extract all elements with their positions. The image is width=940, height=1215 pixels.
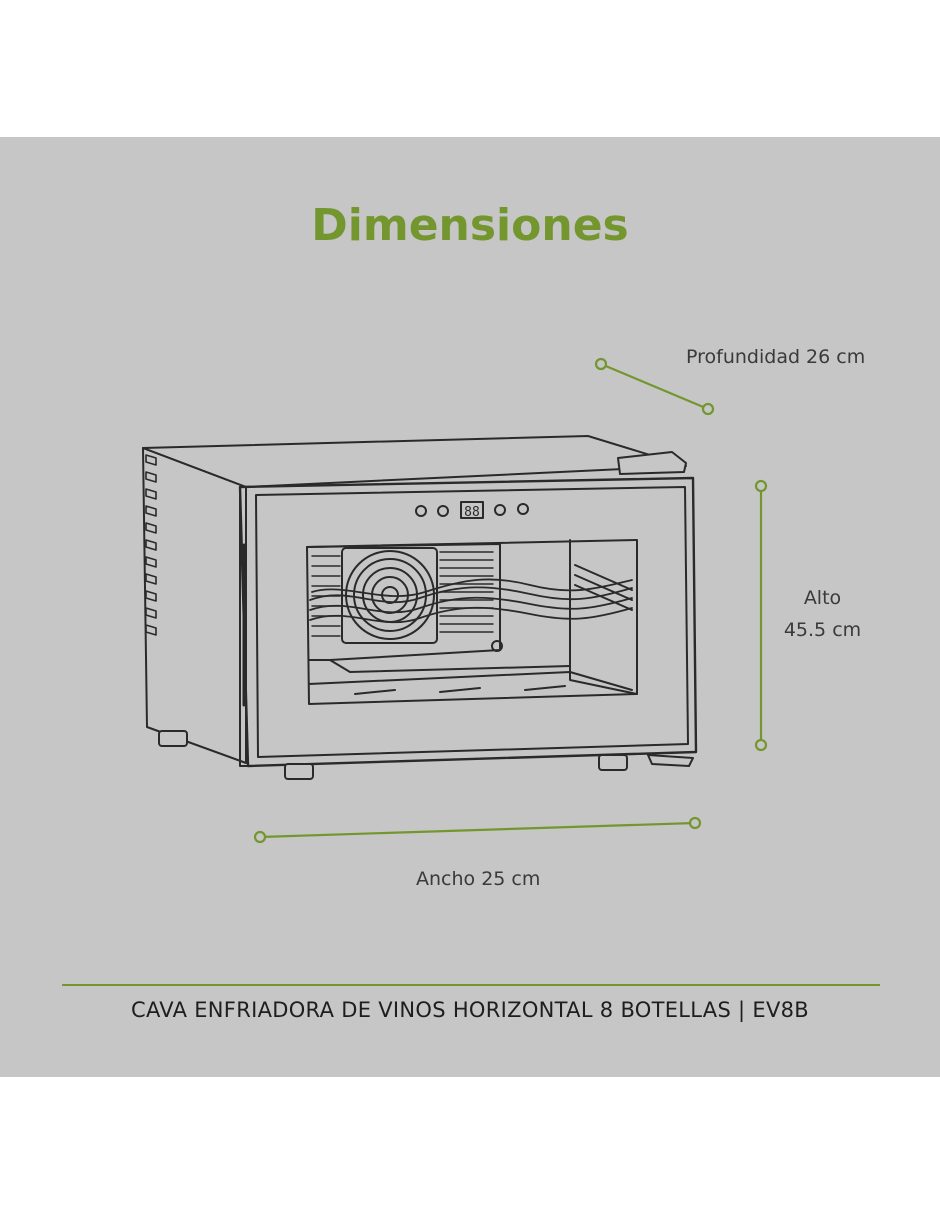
width-start-dot <box>253 830 267 844</box>
side-vents <box>145 454 157 636</box>
product-caption: CAVA ENFRIADORA DE VINOS HORIZONTAL 8 BO… <box>130 998 810 1022</box>
height-label-value: 45.5 cm <box>783 619 862 641</box>
depth-start-dot <box>594 357 608 371</box>
control-panel <box>415 501 529 519</box>
bottle-rack <box>309 578 633 624</box>
divider <box>62 984 880 986</box>
depth-label: Profundidad 26 cm <box>686 346 866 368</box>
gray-panel <box>0 137 940 1077</box>
height-start-dot <box>754 479 768 493</box>
depth-line <box>600 362 709 411</box>
door-inner-frame <box>255 486 689 758</box>
height-label: Alto 45.5 cm <box>770 582 875 646</box>
door-edge <box>239 486 249 767</box>
feet <box>158 730 628 780</box>
inner-floor <box>308 671 633 691</box>
width-label: Ancho 25 cm <box>416 868 541 890</box>
width-end-dot <box>688 816 702 830</box>
height-end-dot <box>754 738 768 752</box>
page-title: Dimensiones <box>311 200 629 251</box>
latch <box>617 451 687 475</box>
height-label-title: Alto <box>803 587 842 609</box>
cabinet-side <box>142 447 247 764</box>
inner-right-wall <box>569 539 638 695</box>
drain-tab <box>647 754 694 767</box>
display-readout: 88 <box>464 505 480 520</box>
inner-vents <box>311 551 494 637</box>
depth-end-dot <box>701 402 715 416</box>
width-line <box>259 821 696 839</box>
